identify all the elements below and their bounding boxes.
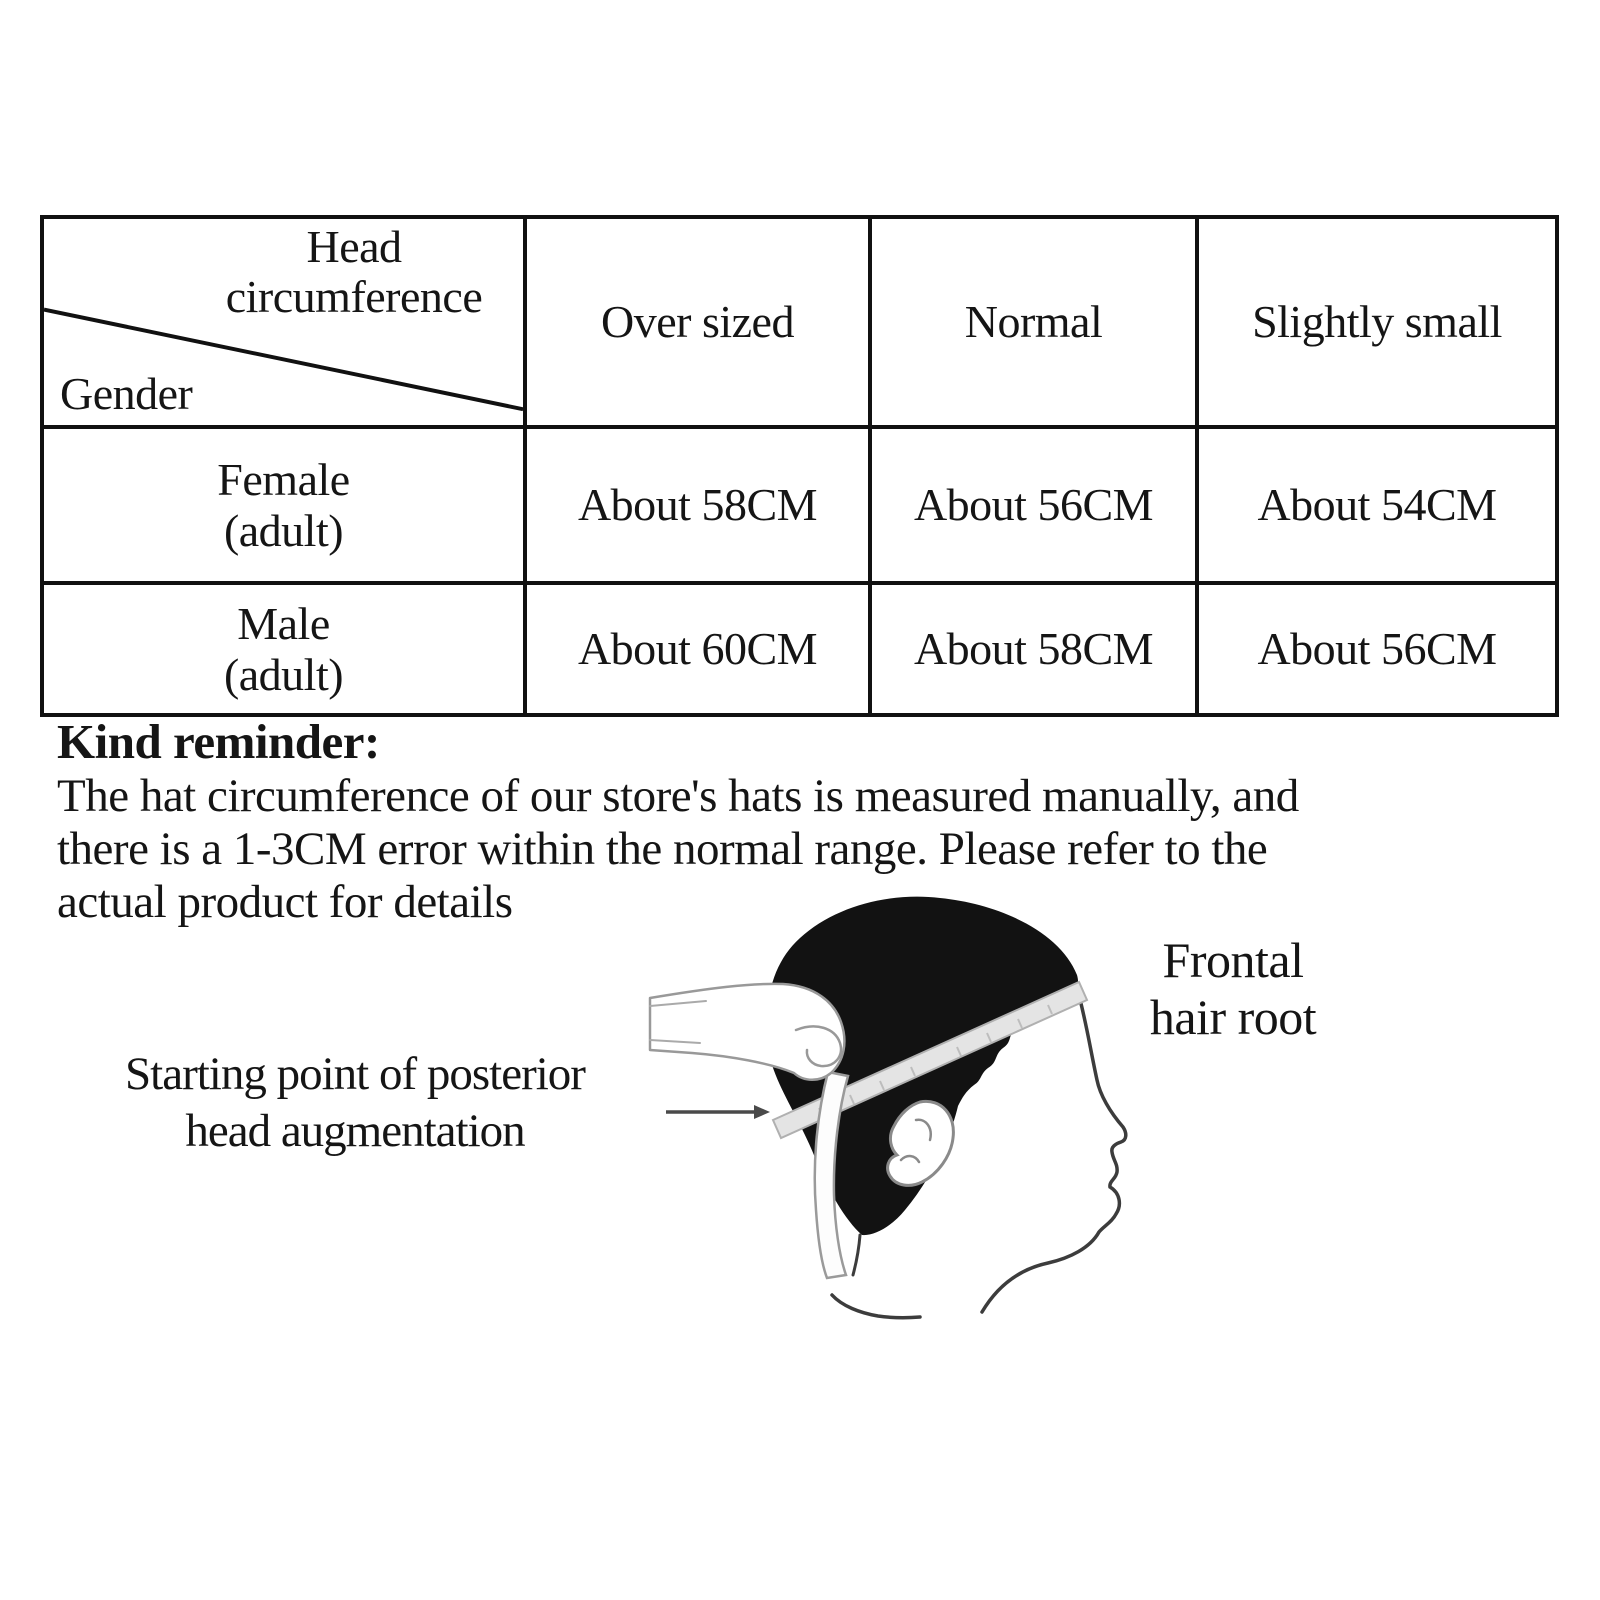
cell-male-oversized: About 60CM [523, 581, 872, 718]
cell-male-slightly-small: About 56CM [1195, 581, 1559, 718]
cell-male-normal: About 58CM [868, 581, 1199, 718]
cell-female-oversized: About 58CM [523, 425, 872, 586]
corner-label-head-circumference: Head circumference [225, 221, 483, 322]
column-header-oversized: Over sized [523, 214, 872, 430]
label-posterior-start: Starting point of posterior head augment… [125, 1048, 586, 1157]
table-row-female: Female (adult) About 58CM About 56CM Abo… [40, 425, 1559, 586]
row-label-female-adult: Female (adult) [40, 425, 527, 586]
pointer-arrow-icon [666, 1105, 770, 1119]
diagonal-divider [44, 307, 523, 412]
column-header-slightly-small: Slightly small [1195, 214, 1559, 430]
cell-female-slightly-small: About 54CM [1195, 425, 1559, 586]
face-profile [980, 986, 1128, 1314]
shoulder-line [830, 1293, 922, 1320]
kind-reminder-heading: Kind reminder: [57, 714, 380, 769]
ear-icon [886, 1099, 955, 1187]
kind-reminder-text: The hat circumference of our store's hat… [57, 770, 1299, 928]
table-row-male: Male (adult) About 60CM About 58CM About… [40, 581, 1559, 718]
corner-label-gender: Gender [60, 367, 193, 419]
hand [648, 982, 846, 1081]
header-row: Head circumference Gender Over sized Nor… [40, 214, 1559, 430]
sideburn-line [851, 1233, 862, 1277]
corner-cell: Head circumference Gender [40, 214, 527, 430]
head-measurement-illustration [648, 896, 1128, 1320]
tape-end [813, 1070, 850, 1280]
head-circumference-table: Head circumference Gender Over sized Nor… [40, 214, 1559, 718]
label-frontal-hair-root: Frontal hair root [1149, 932, 1317, 1045]
column-header-normal: Normal [868, 214, 1199, 430]
cell-female-normal: About 56CM [868, 425, 1199, 586]
row-label-male-adult: Male (adult) [40, 581, 527, 718]
